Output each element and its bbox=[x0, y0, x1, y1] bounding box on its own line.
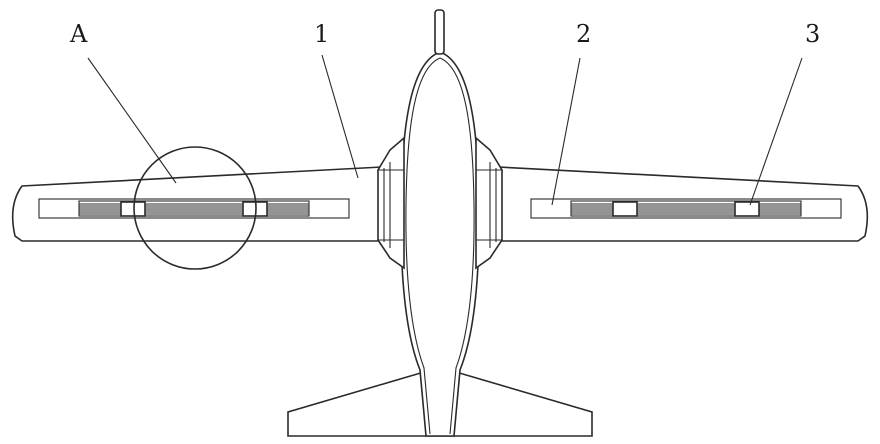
left-aileron-hatching bbox=[78, 200, 310, 217]
right-aileron-hatching bbox=[570, 200, 802, 217]
callout-label-a: A bbox=[69, 20, 88, 48]
leader-lines bbox=[87, 54, 803, 206]
right-actuator-2 bbox=[734, 201, 760, 217]
right-wing bbox=[497, 166, 869, 242]
left-wing-mount bbox=[377, 136, 405, 270]
callout-label-3: 3 bbox=[805, 20, 820, 48]
right-actuator-1 bbox=[612, 201, 638, 217]
left-actuator-1 bbox=[120, 201, 146, 217]
right-wing-mount bbox=[475, 136, 503, 270]
callout-label-1: 1 bbox=[314, 20, 329, 48]
detail-circle-a bbox=[133, 146, 257, 270]
left-wing bbox=[11, 166, 383, 242]
fuselage bbox=[400, 9, 480, 437]
callout-label-2: 2 bbox=[576, 20, 591, 48]
nose-probe bbox=[434, 9, 445, 55]
